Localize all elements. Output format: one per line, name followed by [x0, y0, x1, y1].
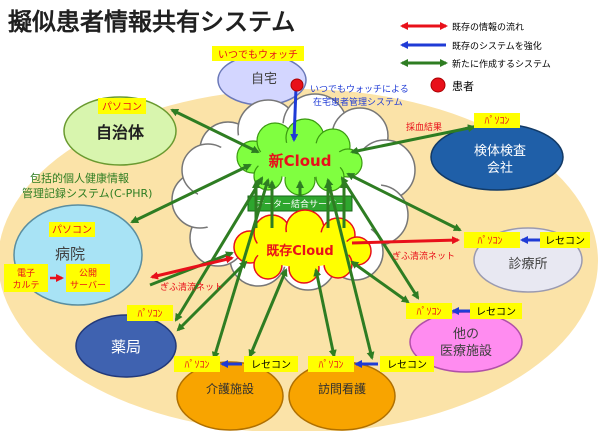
- other-medical-label-line2: 医療施設: [440, 343, 492, 359]
- phr-note-line2: 管理記録システム(C-PHR): [22, 186, 152, 200]
- arrow-care-newcloud: [211, 178, 271, 360]
- legend-new-system-label: 新たに作成するシステム: [452, 58, 551, 70]
- phr-note-line1: 包括的個人健康情報: [30, 171, 129, 185]
- clinic-label: 診療所: [508, 256, 547, 272]
- red-arrows: [150, 236, 460, 280]
- badge-other-pasokon: [406, 303, 452, 319]
- legend-strengthen-label: 既存のシステムを強化: [452, 40, 542, 52]
- badge-clinic-pasokon: [464, 232, 520, 248]
- badge-clinic-rececon: [540, 232, 590, 248]
- badge-clinic-rececon-label: レセコン: [545, 235, 585, 247]
- home-nursing-label: 訪問看護: [318, 381, 366, 396]
- gifu-net-left: ぎふ清流ネット: [160, 281, 223, 293]
- existing-cloud-label: 既存Cloud: [266, 243, 334, 259]
- badge-ehr: [4, 264, 48, 292]
- care-facility-node: [176, 361, 284, 431]
- new-cloud-label: 新Cloud: [269, 152, 332, 170]
- badge-hospital-pasokon: [49, 222, 95, 237]
- badge-care-pasokon-label: ﾊﾟｿｺﾝ: [185, 359, 210, 371]
- badge-other-rececon-label: レセコン: [476, 306, 516, 318]
- municipality-label: 自治体: [96, 123, 145, 142]
- badge-hospital-pasokon-label: パソコン: [52, 224, 92, 236]
- badge-nursing-rececon: [380, 356, 434, 372]
- badge-lab-pasokon: [474, 113, 520, 128]
- page-title: 擬似患者情報共有システム: [8, 8, 295, 36]
- badge-other-rececon: [470, 303, 522, 319]
- badge-care-rececon-label: レセコン: [251, 359, 291, 371]
- badge-clinic-pasokon-label: ﾊﾟｿｺﾝ: [478, 235, 503, 247]
- arrow-hospital-existingcloud-red: [150, 255, 234, 280]
- home-system-note-line2: 在宅患者管理システム: [313, 96, 403, 108]
- home-system-note-line1: いつでもウォッチによる: [310, 84, 409, 95]
- arrow-nursing-newcloud: [325, 178, 375, 360]
- legend-existing-flow-label: 既存の情報の流れ: [452, 21, 524, 33]
- badge-nursing-rececon-label: レセコン: [387, 359, 427, 371]
- badge-ehr-line1: 電子: [17, 268, 35, 279]
- badge-lab-pasokon-label: ﾊﾟｿｺﾝ: [485, 115, 510, 127]
- badge-nursing-pasokon-label: ﾊﾟｿｺﾝ: [319, 359, 344, 371]
- care-facility-label: 介護施設: [206, 381, 254, 396]
- legend: 既存の情報の流れ 既存のシステムを強化 新たに作成するシステム 患者: [400, 21, 551, 93]
- lab-label-line2: 会社: [487, 160, 513, 176]
- home-label: 自宅: [251, 72, 277, 87]
- lab-label-line1: 検体検査: [474, 144, 526, 159]
- badge-public-server: [66, 264, 110, 292]
- blue-arrows: [220, 87, 540, 368]
- badge-public-server-line1: 公開: [79, 268, 97, 279]
- badge-itsudemo-watch-label: いつでもウォッチ: [218, 49, 298, 61]
- other-medical-label-line1: 他の: [453, 327, 479, 342]
- home-nursing-node: [288, 361, 396, 431]
- arrow-existingcloud-clinic: [351, 236, 460, 245]
- pharmacy-label: 薬局: [111, 338, 141, 356]
- badge-care-pasokon: [174, 356, 220, 372]
- pharmacy-node: [75, 314, 177, 378]
- arrow-nursing-existingcloud: [313, 268, 337, 358]
- legend-patient-dot: [430, 77, 446, 93]
- arrow-care-existingcloud: [248, 268, 288, 358]
- legend-patient-label: 患者: [452, 80, 474, 93]
- arrow-home-watch-newcloud: [290, 87, 299, 142]
- blood-test-note: 採血結果: [406, 121, 442, 133]
- badge-ehr-line2: カルテ: [12, 280, 39, 291]
- badge-municipality-pasokon: [98, 98, 146, 114]
- hospital-label: 病院: [55, 245, 85, 263]
- data-server-label: データー結合サーバー: [255, 198, 345, 210]
- badge-public-server-line2: サーバー: [70, 280, 106, 291]
- arrow-lab-newcloud: [350, 124, 476, 155]
- badge-nursing-pasokon: [308, 356, 354, 372]
- badge-pharmacy-pasokon-label: ﾊﾟｿｺﾝ: [138, 308, 163, 320]
- badge-pharmacy-pasokon: [127, 305, 173, 321]
- badge-care-rececon: [244, 356, 298, 372]
- badge-municipality-pasokon-label: パソコン: [102, 101, 142, 113]
- gifu-net-right: ぎふ清流ネット: [392, 250, 455, 262]
- patient-dot-home: [290, 78, 304, 92]
- new-cloud-core: [256, 142, 344, 178]
- arrow-municipality-newcloud: [170, 108, 260, 154]
- badge-other-pasokon-label: ﾊﾟｿｺﾝ: [417, 306, 442, 318]
- badge-itsudemo-watch: [212, 46, 304, 61]
